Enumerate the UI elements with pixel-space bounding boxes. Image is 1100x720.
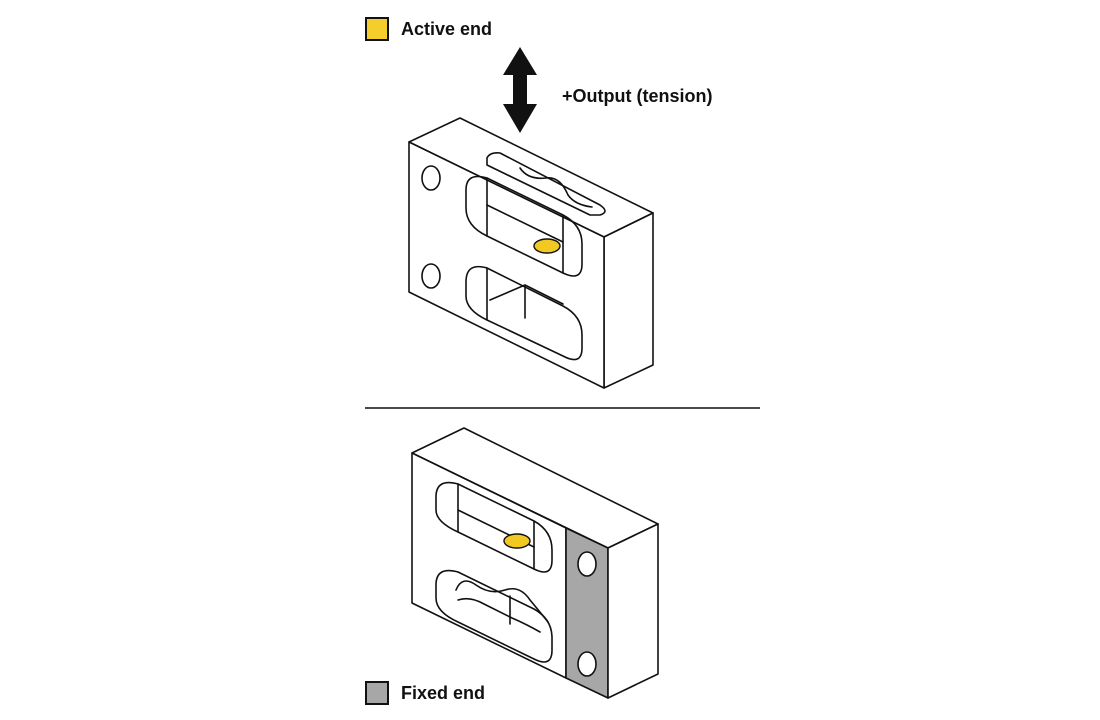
top-cell-front-face <box>408 141 605 389</box>
legend-fixed-end: Fixed end <box>365 681 485 705</box>
bottom-cell-lower-window <box>435 569 553 663</box>
fixed-end-label: Fixed end <box>401 682 486 703</box>
fixed-end-hole-upper <box>577 551 597 577</box>
top-cell-hole-upper <box>421 165 441 191</box>
legend-active-end: Active end <box>365 17 492 41</box>
top-cell-hole-lower <box>421 263 441 289</box>
active-end-swatch <box>365 17 389 41</box>
double-arrow-icon <box>503 47 537 133</box>
top-cell-upper-window <box>465 175 583 277</box>
bottom-cell-side-face <box>607 523 659 699</box>
top-cell-top-slot <box>486 152 606 216</box>
load-cell-bottom <box>411 427 659 699</box>
output-label: +Output (tension) <box>562 86 713 106</box>
active-end-label: Active end <box>401 18 493 39</box>
bottom-cell-upper-window <box>435 481 553 573</box>
strain-gauge-icon <box>503 533 531 549</box>
load-cell-top <box>408 117 654 389</box>
top-cell-side-face <box>603 212 654 389</box>
top-cell-lower-window <box>465 265 583 361</box>
fixed-end-hole-lower <box>577 651 597 677</box>
fixed-end-swatch <box>365 681 389 705</box>
strain-gauge-icon <box>533 238 561 254</box>
